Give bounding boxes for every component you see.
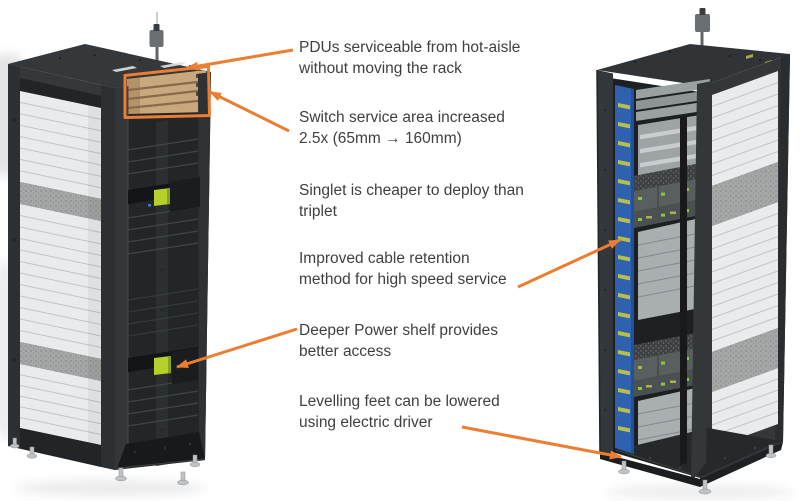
left-rack-power-shelf-handle-upper xyxy=(154,188,170,206)
arrow-cable-retention xyxy=(517,238,621,289)
annotation-pdu-service: PDUs serviceable from hot-aisle without … xyxy=(299,37,520,79)
annotation-line: without moving the rack xyxy=(299,60,462,77)
arrow-switch-service xyxy=(209,90,290,133)
left-rack-feet xyxy=(9,437,201,486)
right-rack-cable-strip xyxy=(615,85,634,455)
annotation-singlet-cost: Singlet is cheaper to deploy than triple… xyxy=(299,180,524,222)
annotation-line: Singlet is cheaper to deploy than xyxy=(299,182,524,199)
annotation-power-shelf: Deeper Power shelf provides better acces… xyxy=(299,320,498,362)
annotation-line: using electric driver xyxy=(299,414,433,431)
annotation-line: method for high speed service xyxy=(299,271,507,288)
arrow-levelling-feet xyxy=(461,425,622,460)
annotation-switch-service-area: Switch service area increased 2.5x (65mm… xyxy=(299,107,505,149)
annotation-cable-retention: Improved cable retention method for high… xyxy=(299,248,507,290)
annotation-line: Switch service area increased xyxy=(299,109,505,126)
arrow-pdu-service xyxy=(186,48,294,71)
switch-area-highlight xyxy=(123,65,211,119)
left-rack-front-face xyxy=(8,64,115,470)
annotation-line: Deeper Power shelf provides xyxy=(299,322,499,339)
arrow-power-shelf xyxy=(176,327,298,369)
left-rack-power-shelf-handle xyxy=(154,356,171,375)
right-rack-interior xyxy=(610,78,780,482)
right-rack-side-face xyxy=(700,54,790,480)
annotation-line: better access xyxy=(299,343,392,360)
annotation-line: Improved cable retention xyxy=(299,250,470,267)
right-rack-feet xyxy=(618,444,777,495)
right-rack-illustration xyxy=(596,8,795,499)
annotation-line: 2.5x (65mm → 160mm) xyxy=(299,130,462,147)
left-rack-side-face xyxy=(115,70,211,470)
annotation-line: Levelling feet can be lowered xyxy=(299,393,500,410)
right-rack-frame xyxy=(596,69,783,487)
annotation-levelling-feet: Levelling feet can be lowered using elec… xyxy=(299,391,500,433)
left-rack-illustration xyxy=(0,12,211,496)
annotation-line: PDUs serviceable from hot-aisle xyxy=(299,39,521,56)
annotation-line: triplet xyxy=(299,203,337,220)
